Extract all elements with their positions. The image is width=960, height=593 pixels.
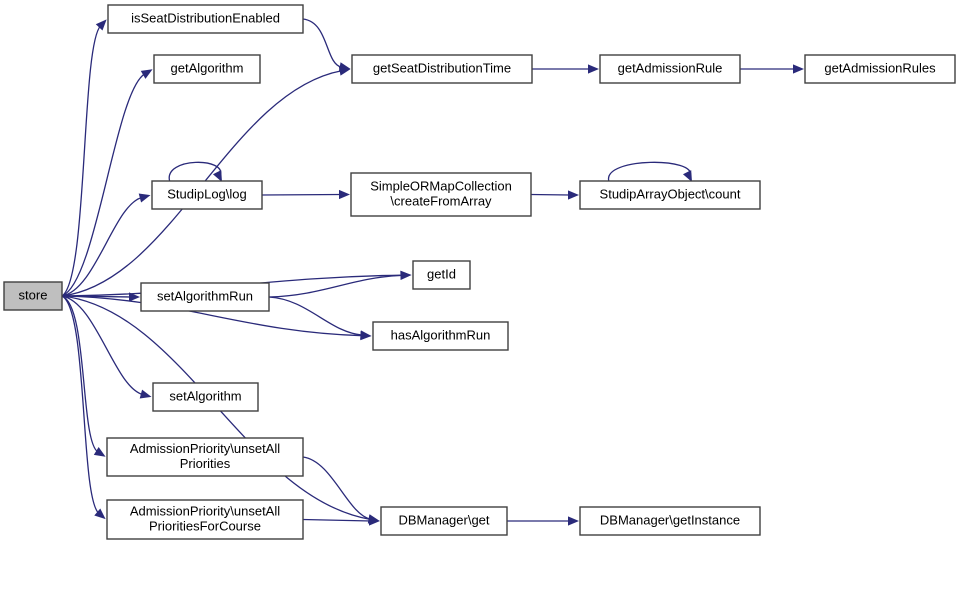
node-setAlgorithmRun[interactable]: setAlgorithmRun [140, 282, 270, 312]
node-label-store: store [19, 287, 48, 302]
edge-DBManagerGet-to-DBManagerGetInstance-arrowhead [568, 516, 579, 526]
node-label-getAlgorithm: getAlgorithm [171, 60, 244, 75]
node-label-hasAlgorithmRun: hasAlgorithmRun [391, 327, 491, 342]
node-AdmissionPriorityUnsetAllPrioritiesForCourse[interactable]: AdmissionPriority\unsetAllPrioritiesForC… [106, 499, 304, 540]
node-label-AdmissionPriorityUnsetAllPrioritiesForCourse: PrioritiesForCourse [149, 518, 261, 533]
edge-getSeatDistributionTime-to-getAdmissionRule-arrowhead [588, 64, 599, 74]
edges-layer [61, 18, 804, 526]
edge-StudipLogLog-to-SimpleORMapCollectionCreateFromArray [261, 193, 342, 196]
edge-StudipLogLog-to-SimpleORMapCollectionCreateFromArray-arrowhead [339, 189, 350, 200]
edge-StudipArrayObjectCount-to-StudipArrayObjectCount [608, 161, 691, 182]
edge-isSeatDistributionEnabled-to-getSeatDistributionTime [302, 18, 342, 68]
node-getSeatDistributionTime[interactable]: getSeatDistributionTime [351, 54, 533, 84]
node-label-getSeatDistributionTime: getSeatDistributionTime [373, 60, 511, 75]
node-label-DBManagerGetInstance: DBManager\getInstance [600, 512, 740, 527]
node-box-StudipArrayObjectCount[interactable] [579, 180, 761, 210]
node-label-SimpleORMapCollectionCreateFromArray: \createFromArray [390, 193, 492, 208]
node-label-AdmissionPriorityUnsetAllPriorities: AdmissionPriority\unsetAll [130, 441, 280, 456]
edge-store-to-AdmissionPriorityUnsetAllPriorities [61, 295, 99, 453]
node-label-AdmissionPriorityUnsetAllPriorities: Priorities [180, 456, 231, 471]
node-setAlgorithm[interactable]: setAlgorithm [152, 382, 259, 412]
node-SimpleORMapCollectionCreateFromArray[interactable]: SimpleORMapCollection\createFromArray [350, 172, 532, 217]
edge-setAlgorithmRun-to-getId-arrowhead [400, 270, 412, 281]
node-DBManagerGetInstance[interactable]: DBManager\getInstance [579, 506, 761, 536]
node-label-getId: getId [427, 266, 456, 281]
node-box-setAlgorithmRun[interactable] [140, 282, 270, 312]
node-getAdmissionRules[interactable]: getAdmissionRules [804, 54, 956, 84]
node-label-StudipLogLog: StudipLog\log [167, 186, 247, 201]
node-isSeatDistributionEnabled[interactable]: isSeatDistributionEnabled [107, 4, 304, 34]
node-box-getAdmissionRules[interactable] [804, 54, 956, 84]
edge-SimpleORMapCollectionCreateFromArray-to-StudipArrayObjectCount-arrowhead [568, 190, 579, 200]
edge-store-to-setAlgorithm [61, 295, 144, 396]
node-box-getAdmissionRule[interactable] [599, 54, 741, 84]
edge-StudipArrayObjectCount-to-StudipArrayObjectCount-arrowhead [682, 170, 692, 182]
edge-store-to-AdmissionPriorityUnsetAllPriorities-arrowhead [93, 447, 106, 457]
node-label-isSeatDistributionEnabled: isSeatDistributionEnabled [131, 10, 280, 25]
node-box-getSeatDistributionTime[interactable] [351, 54, 533, 84]
nodes-layer: store isSeatDistributionEnabled getAlgorit… [3, 4, 956, 540]
node-label-SimpleORMapCollectionCreateFromArray: SimpleORMapCollection [370, 178, 512, 193]
edge-store-to-getAlgorithm [61, 73, 146, 297]
node-box-DBManagerGet[interactable] [380, 506, 508, 536]
edge-getAdmissionRule-to-getAdmissionRules-arrowhead [793, 64, 804, 74]
edge-AdmissionPriorityUnsetAllPriorities-to-DBManagerGet [302, 456, 371, 520]
node-label-DBManagerGet: DBManager\get [398, 512, 489, 527]
node-box-store[interactable] [3, 281, 63, 311]
edge-setAlgorithmRun-to-hasAlgorithmRun-arrowhead [360, 330, 372, 340]
edge-setAlgorithmRun-to-getId [268, 274, 403, 298]
node-box-hasAlgorithmRun[interactable] [372, 321, 509, 351]
edge-store-to-hasAlgorithmRun [61, 295, 363, 337]
node-getId[interactable]: getId [412, 260, 471, 290]
edge-store-to-isSeatDistributionEnabled [61, 25, 102, 297]
node-box-StudipLogLog[interactable] [151, 180, 263, 210]
edge-store-to-StudipLogLog-arrowhead [138, 193, 151, 203]
node-label-getAdmissionRules: getAdmissionRules [824, 60, 936, 75]
edge-AdmissionPriorityUnsetAllPrioritiesForCourse-to-DBManagerGet-arrowhead [369, 516, 380, 526]
edge-store-to-setAlgorithm-arrowhead [139, 389, 152, 399]
edge-SimpleORMapCollectionCreateFromArray-to-StudipArrayObjectCount [530, 193, 571, 196]
node-StudipLogLog[interactable]: StudipLog\log [151, 180, 263, 210]
node-label-StudipArrayObjectCount: StudipArrayObject\count [600, 186, 741, 201]
node-box-isSeatDistributionEnabled[interactable] [107, 4, 304, 34]
edge-store-to-isSeatDistributionEnabled-arrowhead [95, 19, 107, 31]
node-box-getAlgorithm[interactable] [153, 54, 261, 84]
edge-store-to-AdmissionPriorityUnsetAllPrioritiesForCourse-arrowhead [94, 508, 106, 520]
node-label-setAlgorithmRun: setAlgorithmRun [157, 288, 253, 303]
node-box-SimpleORMapCollectionCreateFromArray[interactable] [350, 172, 532, 217]
edge-store-to-StudipLogLog [61, 196, 143, 297]
node-DBManagerGet[interactable]: DBManager\get [380, 506, 508, 536]
node-box-AdmissionPriorityUnsetAllPriorities[interactable] [106, 437, 304, 477]
edge-StudipLogLog-to-StudipLogLog-arrowhead [212, 170, 222, 182]
node-getAdmissionRule[interactable]: getAdmissionRule [599, 54, 741, 84]
node-hasAlgorithmRun[interactable]: hasAlgorithmRun [372, 321, 509, 351]
node-box-DBManagerGetInstance[interactable] [579, 506, 761, 536]
edge-store-to-getAlgorithm-arrowhead [140, 69, 153, 79]
edge-store-to-setAlgorithmRun-arrowhead [129, 292, 140, 302]
edge-AdmissionPriorityUnsetAllPrioritiesForCourse-to-DBManagerGet [302, 518, 372, 522]
node-label-setAlgorithm: setAlgorithm [169, 388, 241, 403]
node-store[interactable]: store [3, 281, 63, 311]
node-StudipArrayObjectCount[interactable]: StudipArrayObject\count [579, 180, 761, 210]
edge-store-to-AdmissionPriorityUnsetAllPrioritiesForCourse [61, 295, 100, 514]
edge-isSeatDistributionEnabled-to-getSeatDistributionTime-arrowhead [338, 62, 351, 72]
node-label-AdmissionPriorityUnsetAllPrioritiesForCourse: AdmissionPriority\unsetAll [130, 503, 280, 518]
node-box-AdmissionPriorityUnsetAllPrioritiesForCourse[interactable] [106, 499, 304, 540]
node-getAlgorithm[interactable]: getAlgorithm [153, 54, 261, 84]
node-box-setAlgorithm[interactable] [152, 382, 259, 412]
node-label-getAdmissionRule: getAdmissionRule [618, 60, 723, 75]
edge-setAlgorithmRun-to-hasAlgorithmRun [268, 296, 363, 336]
node-box-getId[interactable] [412, 260, 471, 290]
